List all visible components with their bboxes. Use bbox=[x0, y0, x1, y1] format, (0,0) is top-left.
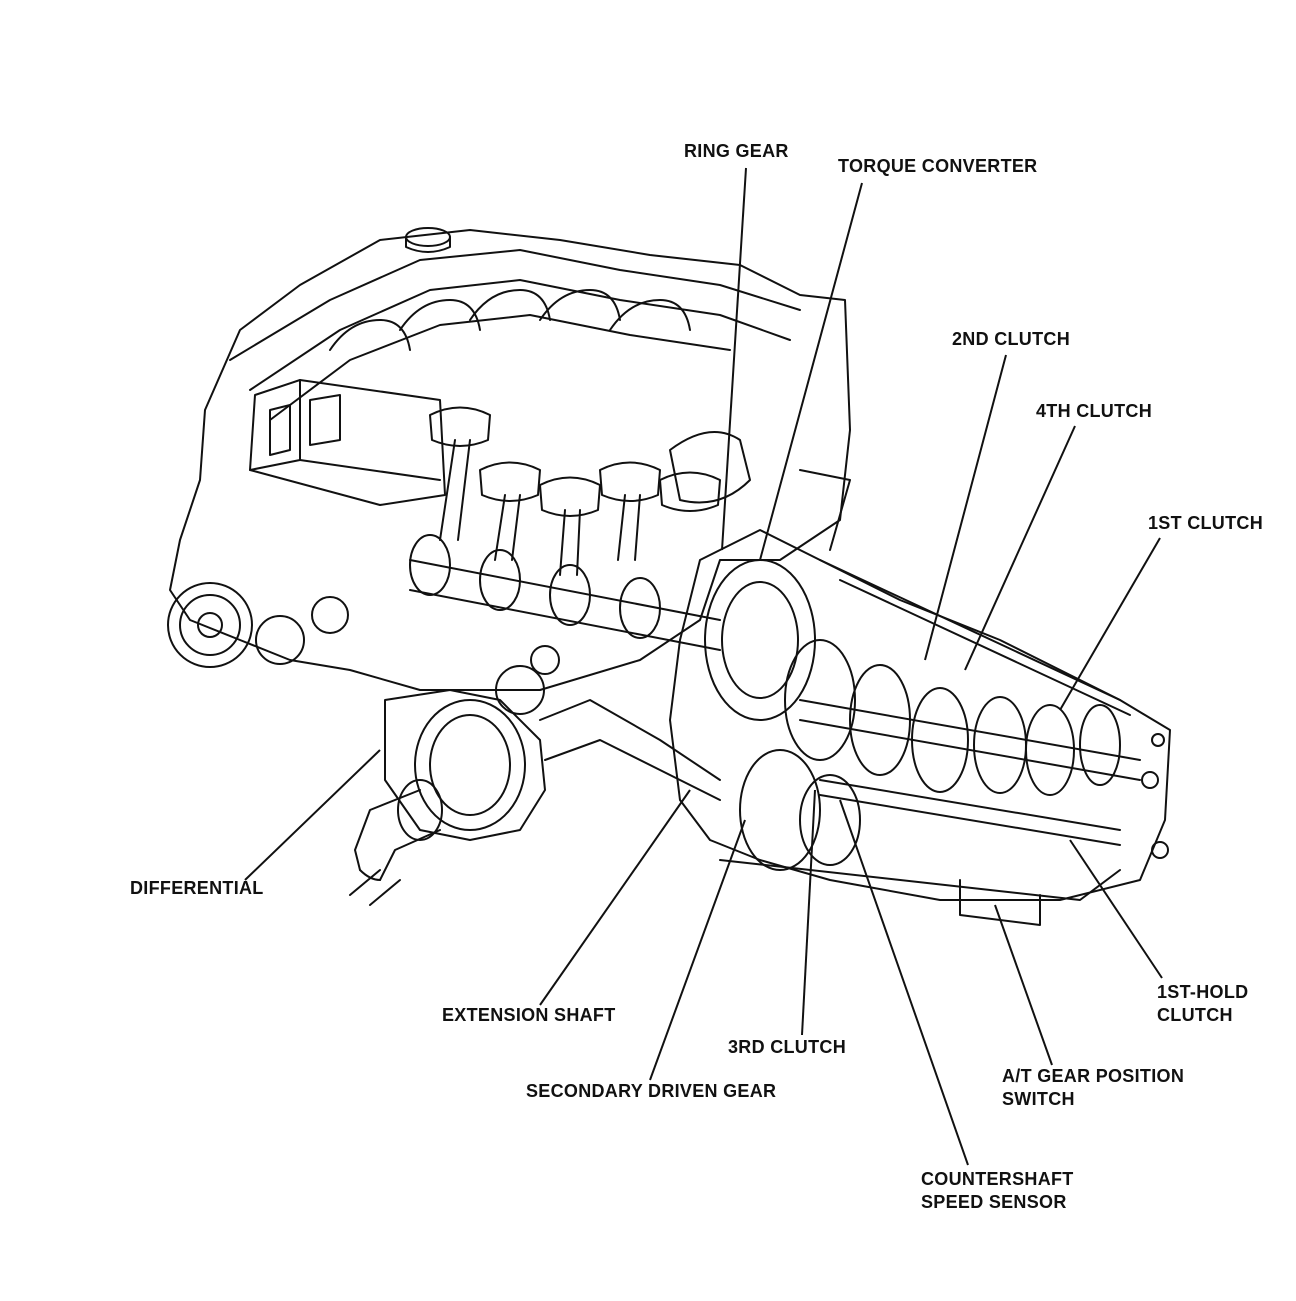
leader-lines bbox=[244, 167, 1163, 1166]
transmission-case bbox=[669, 469, 1171, 926]
leader-4th-clutch bbox=[964, 425, 1076, 671]
third-clutch-label: 3RD CLUTCH bbox=[728, 1037, 846, 1057]
leader-gear-position-switch bbox=[994, 904, 1053, 1066]
gear-position-switch-line2: SWITCH bbox=[1002, 1089, 1075, 1109]
first-hold-clutch-line1: 1ST-HOLD bbox=[1157, 982, 1249, 1002]
second-clutch-label: 2ND CLUTCH bbox=[952, 329, 1070, 349]
leader-countershaft-sensor bbox=[839, 799, 969, 1166]
leader-secondary-driven-gear bbox=[649, 819, 746, 1081]
secondary-driven-gear-label: SECONDARY DRIVEN GEAR bbox=[526, 1081, 777, 1101]
leader-differential bbox=[244, 749, 381, 881]
leader-extension-shaft bbox=[539, 789, 691, 1006]
gear-position-switch-line1: A/T GEAR POSITION bbox=[1002, 1066, 1185, 1086]
ring-gear-label: RING GEAR bbox=[684, 141, 789, 161]
countershaft-speed-sensor-label: COUNTERSHAFT SPEED SENSOR bbox=[921, 1168, 1074, 1214]
leader-3rd-clutch bbox=[801, 789, 816, 1036]
first-clutch-label: 1ST CLUTCH bbox=[1148, 513, 1263, 533]
extension-shaft-label: EXTENSION SHAFT bbox=[442, 1005, 616, 1025]
countershaft-sensor-line2: SPEED SENSOR bbox=[921, 1192, 1067, 1212]
differential-assembly bbox=[349, 645, 721, 906]
leader-1st-clutch bbox=[1059, 537, 1161, 711]
leader-torque-converter bbox=[759, 182, 863, 561]
engine-block bbox=[167, 227, 851, 691]
torque-converter-label: TORQUE CONVERTER bbox=[838, 156, 1038, 176]
pistons-crankshaft bbox=[409, 406, 751, 651]
first-hold-clutch-label: 1ST-HOLD CLUTCH bbox=[1157, 981, 1248, 1027]
leader-ring-gear bbox=[721, 167, 747, 551]
countershaft-sensor-line1: COUNTERSHAFT bbox=[921, 1169, 1074, 1189]
fourth-clutch-label: 4TH CLUTCH bbox=[1036, 401, 1152, 421]
leader-2nd-clutch bbox=[924, 354, 1007, 661]
leader-1st-hold-clutch bbox=[1069, 839, 1163, 979]
first-hold-clutch-line2: CLUTCH bbox=[1157, 1005, 1233, 1025]
gear-position-switch-label: A/T GEAR POSITION SWITCH bbox=[1002, 1065, 1184, 1111]
differential-label: DIFFERENTIAL bbox=[130, 878, 264, 898]
